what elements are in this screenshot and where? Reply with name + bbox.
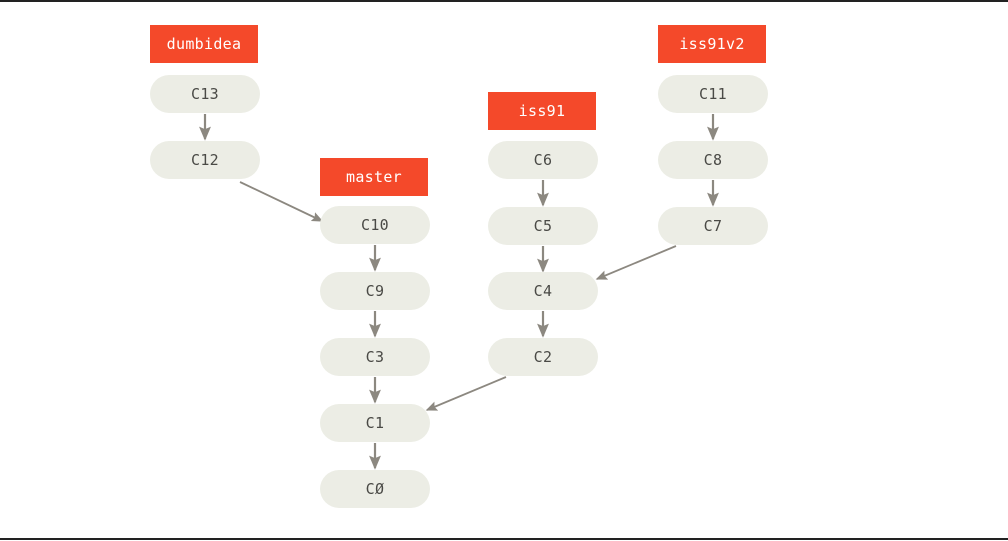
commit-node-c6[interactable]: C6 bbox=[488, 141, 598, 179]
commit-arrow bbox=[425, 376, 507, 411]
branch-tag-iss91v2[interactable]: iss91v2 bbox=[658, 25, 766, 63]
commit-node-c1[interactable]: C1 bbox=[320, 404, 430, 442]
commit-node-c2[interactable]: C2 bbox=[488, 338, 598, 376]
commit-node-label: C2 bbox=[533, 347, 553, 366]
branch-tag-label: master bbox=[346, 167, 402, 186]
branch-tag-dumbidea[interactable]: dumbidea bbox=[150, 25, 258, 63]
branch-tag-label: iss91 bbox=[518, 101, 566, 120]
commit-node-label: C10 bbox=[361, 215, 389, 234]
commit-node-label: C9 bbox=[365, 281, 385, 300]
commit-arrow bbox=[595, 245, 677, 280]
frame-top-border bbox=[0, 0, 1008, 2]
commit-node-c12[interactable]: C12 bbox=[150, 141, 260, 179]
commit-node-c9[interactable]: C9 bbox=[320, 272, 430, 310]
commit-arrow bbox=[239, 181, 324, 222]
commit-node-c5[interactable]: C5 bbox=[488, 207, 598, 245]
commit-node-label: C7 bbox=[703, 216, 723, 235]
commit-node-label: C8 bbox=[703, 150, 723, 169]
commit-node-c10[interactable]: C10 bbox=[320, 206, 430, 244]
commit-node-c8[interactable]: C8 bbox=[658, 141, 768, 179]
commit-node-c4[interactable]: C4 bbox=[488, 272, 598, 310]
branch-tag-master[interactable]: master bbox=[320, 158, 428, 196]
commit-node-label: C5 bbox=[533, 216, 553, 235]
commit-node-label: C3 bbox=[365, 347, 385, 366]
commit-node-label: C6 bbox=[533, 150, 553, 169]
commit-node-label: CØ bbox=[365, 479, 385, 498]
commit-node-label: C1 bbox=[365, 413, 385, 432]
commit-node-c13[interactable]: C13 bbox=[150, 75, 260, 113]
commit-node-c7[interactable]: C7 bbox=[658, 207, 768, 245]
commit-node-c0[interactable]: CØ bbox=[320, 470, 430, 508]
branch-tag-label: dumbidea bbox=[166, 34, 242, 53]
branch-tag-iss91[interactable]: iss91 bbox=[488, 92, 596, 130]
commit-node-label: C11 bbox=[699, 84, 727, 103]
commit-node-c3[interactable]: C3 bbox=[320, 338, 430, 376]
commit-node-label: C12 bbox=[191, 150, 219, 169]
commit-node-label: C4 bbox=[533, 281, 553, 300]
commit-node-label: C13 bbox=[191, 84, 219, 103]
frame-bottom-border bbox=[0, 538, 1008, 540]
commit-node-c11[interactable]: C11 bbox=[658, 75, 768, 113]
branch-tag-label: iss91v2 bbox=[679, 34, 745, 53]
